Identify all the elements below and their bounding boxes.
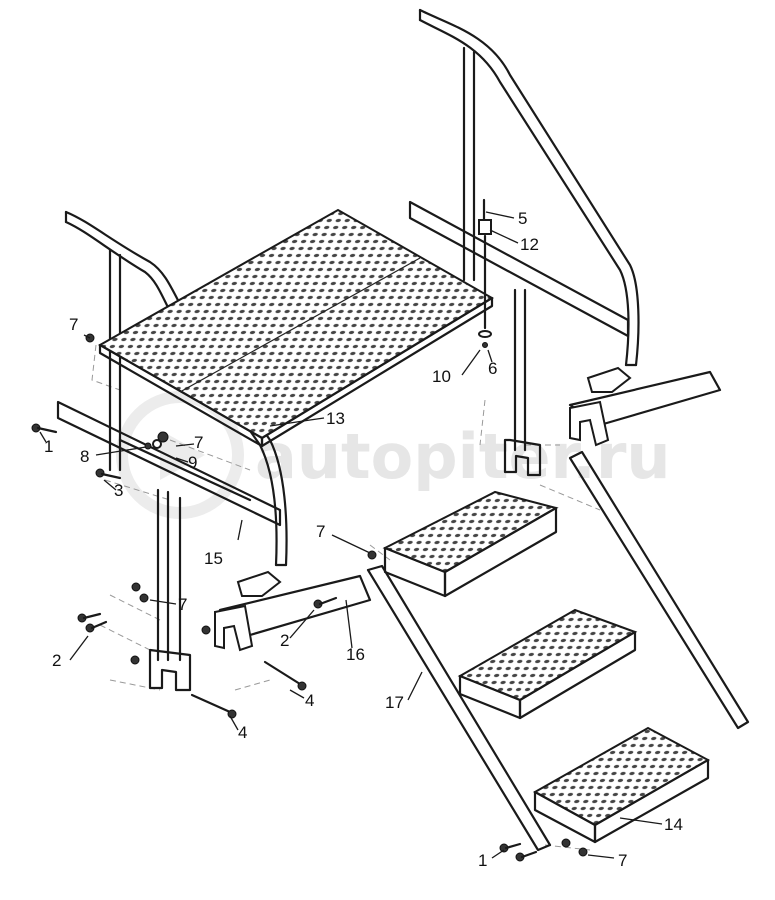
callout-10: 10 (432, 367, 451, 386)
right-upper-bracket (568, 366, 722, 447)
callout-4-bracket: 4 (305, 691, 314, 710)
callout-1-left: 1 (44, 437, 53, 456)
callout-6: 6 (488, 359, 497, 378)
callout-7-top-left: 7 (69, 315, 78, 334)
callout-17: 17 (385, 693, 404, 712)
callout-9: 9 (188, 453, 197, 472)
left-stair-stringer (366, 564, 552, 852)
callout-5: 5 (518, 209, 527, 228)
callout-12: 12 (520, 235, 539, 254)
callout-2-bracket: 2 (280, 631, 289, 650)
callout-2-left: 2 (52, 651, 61, 670)
right-handrail-frame (408, 8, 640, 477)
callout-7-upper-tread: 7 (316, 522, 325, 541)
callout-4-leg: 4 (238, 723, 247, 742)
right-stair-stringer (568, 450, 750, 730)
pin-assembly (478, 198, 492, 348)
lower-stair-tread (532, 726, 711, 844)
callout-labels: 7 1 7 8 9 3 13 5 12 10 6 15 7 7 2 2 16 4… (44, 209, 683, 870)
left-support-leg (148, 488, 192, 692)
upper-stair-tread (382, 490, 559, 598)
callout-3: 3 (114, 481, 123, 500)
callout-14: 14 (664, 815, 683, 834)
callout-8: 8 (80, 447, 89, 466)
callout-7-mid-left: 7 (194, 433, 203, 452)
leader-lines (39, 211, 663, 859)
fasteners (31, 333, 588, 862)
top-platform-grating (97, 208, 494, 448)
callout-7-bottom: 7 (618, 851, 627, 870)
callout-16: 16 (346, 645, 365, 664)
callout-13: 13 (326, 409, 345, 428)
callout-1-bottom: 1 (478, 851, 487, 870)
watermark-text: autopiter.ru (255, 420, 671, 493)
callout-7-left-leg: 7 (178, 595, 187, 614)
middle-stair-tread (457, 608, 638, 720)
left-lower-bracket (214, 570, 372, 652)
callout-15: 15 (204, 549, 223, 568)
